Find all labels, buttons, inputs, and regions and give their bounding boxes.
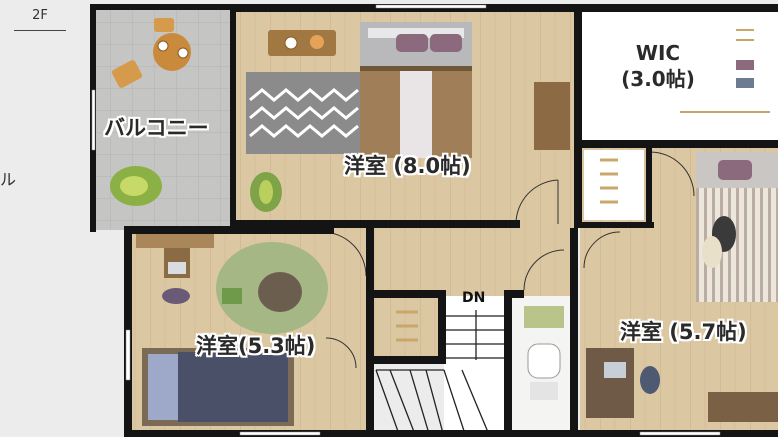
stairs-dn-label: DN (462, 290, 486, 306)
desk-left (136, 234, 214, 304)
bed-right (696, 152, 778, 302)
bed-left (142, 348, 294, 426)
room-label-bedroom-right: 洋室 (5.7帖) (620, 320, 747, 344)
staircase (375, 310, 510, 437)
room-label-wic-line2: (3.0帖) (621, 67, 695, 91)
floor-label: 2F (32, 8, 48, 23)
room-label-bedroom-main: 洋室 (8.0帖) (344, 154, 471, 178)
stray-glyph: ル (0, 170, 17, 189)
dresser-main (534, 82, 570, 150)
toilet (524, 306, 564, 400)
hall-floor (374, 224, 578, 296)
bench-main (268, 30, 336, 56)
room-label-bedroom-left: 洋室(5.3帖) (196, 334, 316, 358)
closet-floor (374, 296, 442, 362)
room-label-balcony: バルコニー (104, 116, 209, 140)
balcony-plant (110, 166, 162, 206)
windows (91, 4, 721, 436)
room-label-wic: WIC (3.0帖) (620, 40, 696, 92)
closet-small (396, 310, 418, 342)
shelf-right (708, 392, 778, 422)
bed-main (360, 22, 472, 158)
wic-floor (580, 10, 778, 142)
stair-floor (444, 296, 510, 437)
rug-main (246, 72, 362, 154)
wic-rail (680, 29, 770, 113)
closet-right-shelf (584, 150, 644, 220)
desk-right (586, 348, 660, 418)
balcony-table-set (111, 18, 191, 88)
room-label-wic-line1: WIC (635, 41, 681, 65)
plant-main (250, 172, 282, 212)
floor-label-underline (14, 30, 66, 31)
rug-green (216, 242, 328, 334)
